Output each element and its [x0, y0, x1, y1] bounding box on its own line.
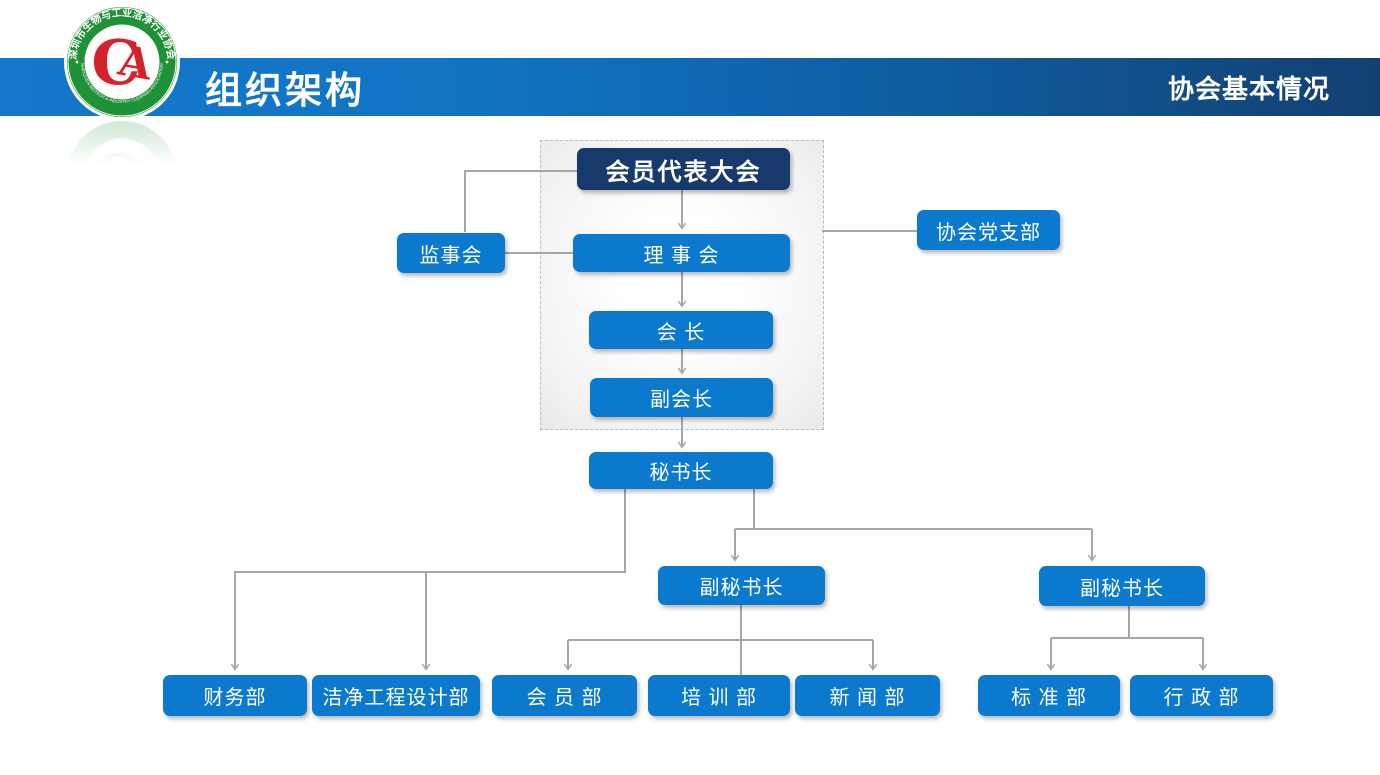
node-training-dept: 培 训 部: [648, 675, 790, 716]
node-clean-engineering-design-dept: 洁净工程设计部: [312, 675, 480, 716]
node-news-dept: 新 闻 部: [795, 675, 940, 716]
node-council: 理 事 会: [573, 234, 790, 272]
node-secretary-general: 秘书长: [589, 452, 773, 489]
association-logo: 深圳市生物与工业洁净行业协会 SHENZHEN BIOTECH & INDUST…: [64, 4, 180, 120]
node-standards-dept: 标 准 部: [978, 675, 1120, 716]
node-finance-dept: 财务部: [163, 675, 307, 716]
node-membership-dept: 会 员 部: [492, 675, 637, 716]
node-vice-president: 副会长: [590, 378, 773, 417]
node-party-branch: 协会党支部: [917, 210, 1060, 250]
header-section-label: 协会基本情况: [1167, 73, 1330, 104]
association-logo-badge: 深圳市生物与工业洁净行业协会 SHENZHEN BIOTECH & INDUST…: [64, 4, 180, 120]
node-president: 会 长: [589, 311, 773, 349]
node-admin-dept: 行 政 部: [1130, 675, 1273, 716]
slide-title: 组织架构: [205, 70, 365, 111]
node-deputy-secretary-general-left: 副秘书长: [658, 566, 825, 605]
header-band: [0, 58, 1380, 116]
node-supervisory-board: 监事会: [397, 233, 505, 273]
node-members-assembly: 会员代表大会: [577, 148, 790, 190]
logo-monogram-c: C: [91, 26, 140, 99]
svg-text:C: C: [91, 139, 140, 212]
node-deputy-secretary-general-right: 副秘书长: [1039, 566, 1205, 606]
logo-reflection: C A: [64, 118, 180, 234]
